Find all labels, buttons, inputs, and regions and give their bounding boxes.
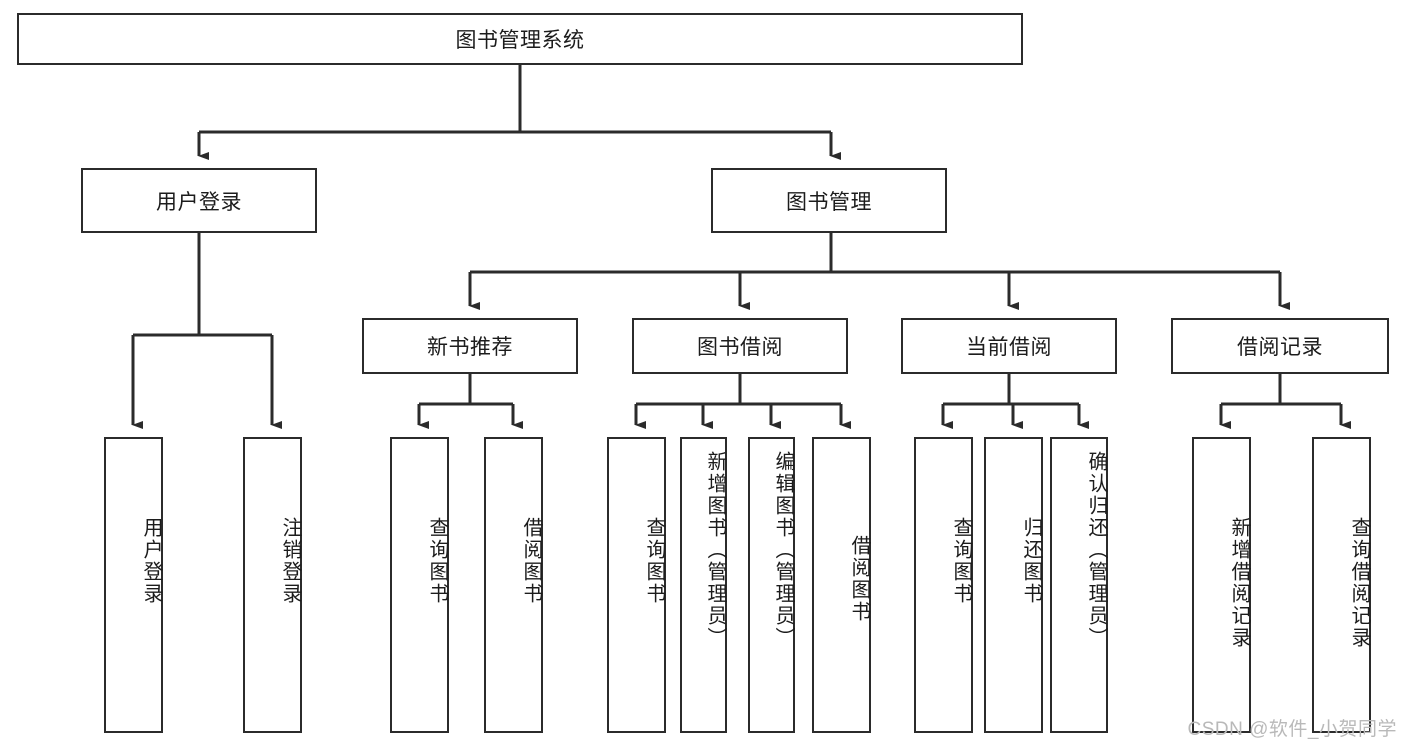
node-label: 当前借阅 [966, 336, 1052, 359]
node-label: 图书借阅 [697, 336, 783, 359]
node-label: 查询图书 [643, 517, 665, 605]
node-current-borrow[interactable]: 当前借阅 [901, 318, 1117, 374]
node-label: 新书推荐 [427, 336, 513, 359]
leaf-current-borrow-confirm-admin[interactable]: 确认归还（管理员） [1050, 437, 1108, 733]
leaf-book-borrow-borrow[interactable]: 借阅图书 [812, 437, 871, 733]
node-label: 新增图书（管理员） [704, 451, 726, 649]
leaf-book-borrow-query[interactable]: 查询图书 [607, 437, 666, 733]
watermark-text: CSDN @软件_小贺同学 [1187, 719, 1397, 740]
node-label: 图书管理系统 [455, 29, 585, 52]
leaf-new-book-query[interactable]: 查询图书 [390, 437, 449, 733]
node-label: 编辑图书（管理员） [772, 451, 794, 649]
leaf-book-borrow-edit-admin[interactable]: 编辑图书（管理员） [748, 437, 795, 733]
leaf-current-borrow-return[interactable]: 归还图书 [984, 437, 1043, 733]
node-user-login[interactable]: 用户登录 [81, 168, 317, 233]
leaf-user-login-signin[interactable]: 用户登录 [104, 437, 163, 733]
leaf-borrow-record-query[interactable]: 查询借阅记录 [1312, 437, 1371, 733]
leaf-book-borrow-add-admin[interactable]: 新增图书（管理员） [680, 437, 727, 733]
leaf-user-login-signout[interactable]: 注销登录 [243, 437, 302, 733]
node-label: 用户登录 [156, 190, 242, 214]
node-label: 借阅图书 [520, 517, 542, 605]
node-label: 查询图书 [426, 517, 448, 605]
node-label: 确认归还（管理员） [1085, 451, 1107, 649]
leaf-borrow-record-add[interactable]: 新增借阅记录 [1192, 437, 1251, 733]
node-label: 查询借阅记录 [1348, 517, 1370, 649]
node-label: 新增借阅记录 [1228, 517, 1250, 649]
node-label: 借阅记录 [1237, 336, 1323, 359]
node-borrow-record[interactable]: 借阅记录 [1171, 318, 1389, 374]
leaf-new-book-borrow[interactable]: 借阅图书 [484, 437, 543, 733]
node-book-borrow[interactable]: 图书借阅 [632, 318, 848, 374]
leaf-current-borrow-query[interactable]: 查询图书 [914, 437, 973, 733]
node-label: 归还图书 [1020, 517, 1042, 605]
node-label: 用户登录 [140, 517, 162, 605]
node-new-book-recommend[interactable]: 新书推荐 [362, 318, 578, 374]
node-book-management[interactable]: 图书管理 [711, 168, 947, 233]
node-label: 查询图书 [950, 517, 972, 605]
node-label: 图书管理 [786, 190, 872, 214]
node-label: 借阅图书 [848, 535, 870, 623]
node-book-management-system[interactable]: 图书管理系统 [17, 13, 1023, 65]
node-label: 注销登录 [279, 517, 301, 605]
